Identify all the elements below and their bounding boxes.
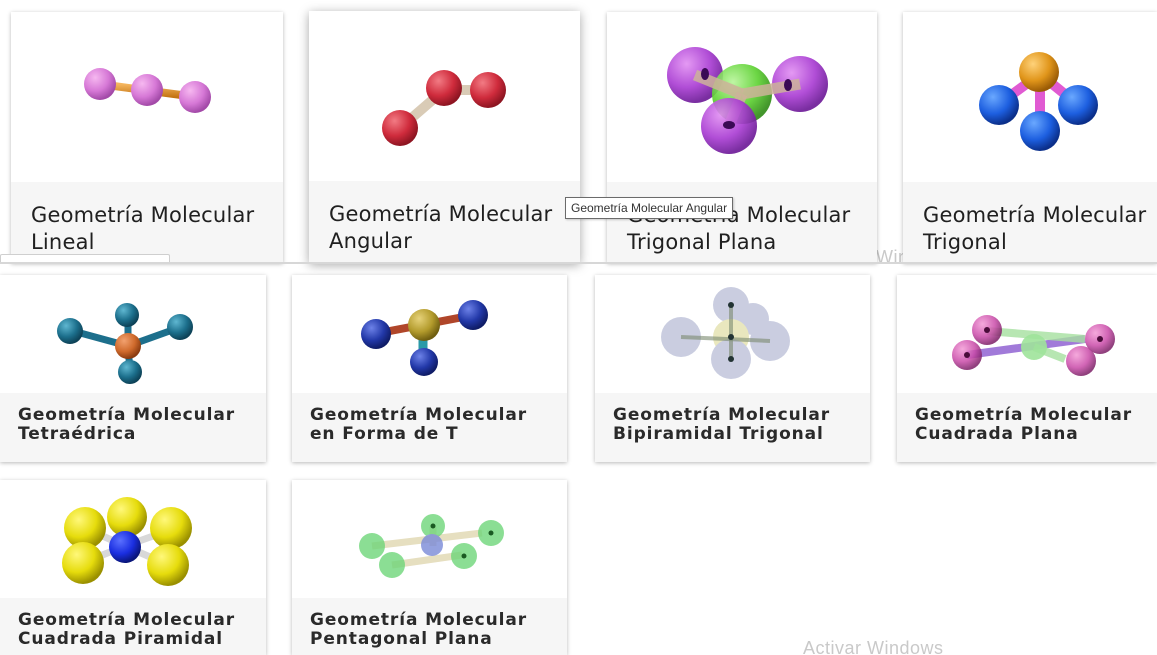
- square-planar-molecule-icon: [897, 275, 1157, 393]
- tetrahedral-molecule-icon: [0, 275, 266, 393]
- card-forma-de-t[interactable]: Geometría Molecular en Forma de T: [292, 275, 567, 462]
- trigonal-bipyramidal-molecule-icon: [595, 275, 870, 393]
- card-caption: Geometría Molecular en Forma de T: [292, 393, 567, 462]
- card-caption: Geometría Molecular Pentagonal Plana: [292, 598, 567, 655]
- card-caption: Geometría Molecular Angular: [309, 181, 580, 263]
- card-caption: Geometría Molecular Trigonal: [903, 182, 1157, 263]
- card-trigonal[interactable]: Geometría Molecular Trigonal: [903, 12, 1157, 263]
- window-divider: [0, 262, 1157, 264]
- pentagonal-planar-molecule-icon: [292, 480, 567, 598]
- card-pentagonal-plana[interactable]: Geometría Molecular Pentagonal Plana: [292, 480, 567, 655]
- card-tetraedrica[interactable]: Geometría Molecular Tetraédrica: [0, 275, 266, 462]
- card-caption: Geometría Molecular Trigonal Plana: [607, 182, 877, 263]
- trigonal-pyramidal-molecule-icon: [903, 12, 1157, 182]
- card-caption: Geometría Molecular Bipiramidal Trigonal: [595, 393, 870, 462]
- hover-tooltip: Geometría Molecular Angular: [565, 197, 734, 219]
- card-cuadrada-plana[interactable]: Geometría Molecular Cuadrada Plana: [897, 275, 1157, 462]
- card-caption: Geometría Molecular Cuadrada Piramidal: [0, 598, 266, 655]
- background-tab: [0, 254, 170, 264]
- card-trigonal-plana[interactable]: Geometría Molecular Trigonal Plana: [607, 12, 877, 263]
- card-angular[interactable]: Geometría Molecular Angular: [309, 11, 580, 263]
- t-shaped-molecule-icon: [292, 275, 567, 393]
- card-caption: Geometría Molecular Lineal: [11, 182, 283, 263]
- linear-molecule-icon: [11, 12, 283, 182]
- windows-activation-watermark: Activar Windows: [803, 638, 944, 655]
- trigonal-planar-molecule-icon: [607, 12, 877, 182]
- card-bipiramidal-trigonal[interactable]: Geometría Molecular Bipiramidal Trigonal: [595, 275, 870, 462]
- square-pyramidal-molecule-icon: [0, 480, 266, 598]
- card-caption: Geometría Molecular Tetraédrica: [0, 393, 266, 462]
- card-cuadrada-piramidal[interactable]: Geometría Molecular Cuadrada Piramidal: [0, 480, 266, 655]
- angular-molecule-icon: [309, 11, 580, 181]
- card-caption: Geometría Molecular Cuadrada Plana: [897, 393, 1157, 462]
- card-lineal[interactable]: Geometría Molecular Lineal: [11, 12, 283, 263]
